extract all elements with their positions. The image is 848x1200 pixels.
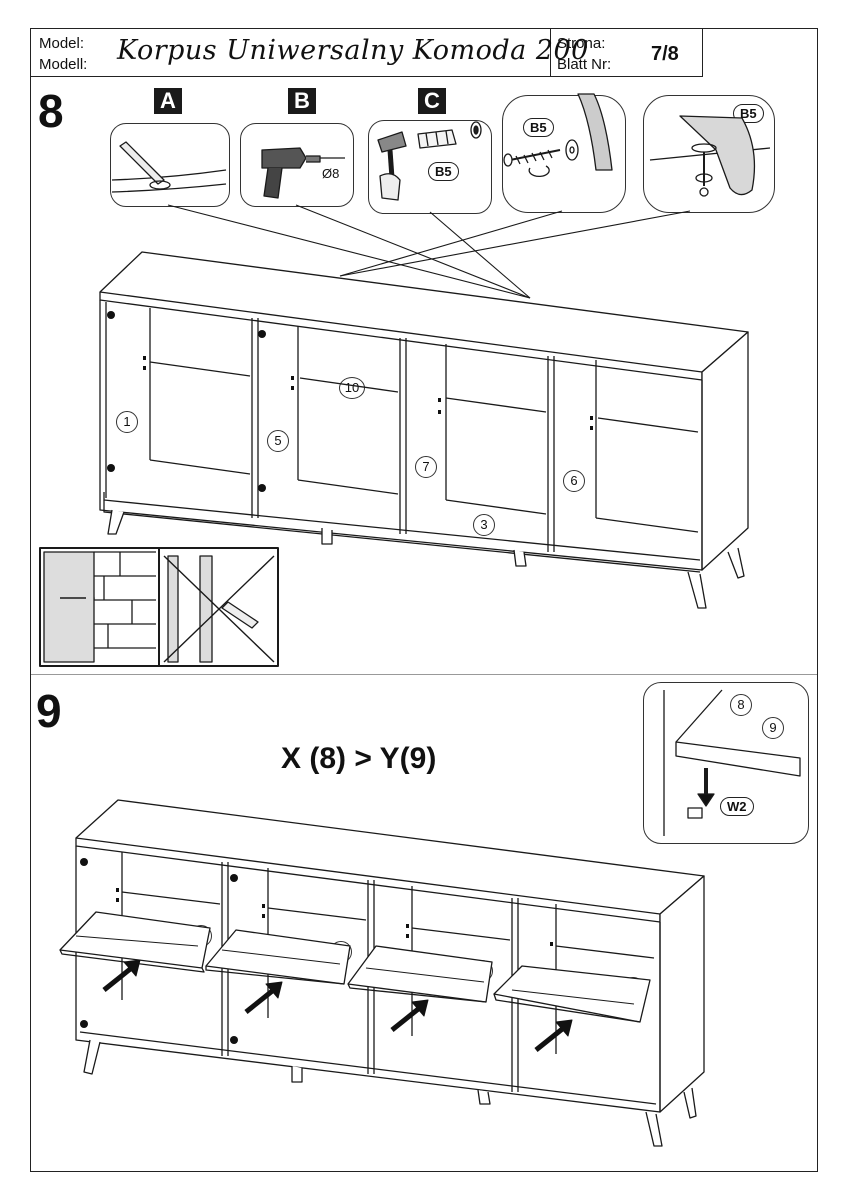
instruction-sheet: Model: Modell: Korpus Uniwersalny Komoda… [30,28,818,1172]
tool-d-bubble [502,95,626,213]
header: Model: Modell: Korpus Uniwersalny Komoda… [31,29,817,79]
part-tag-b5-c: B5 [428,162,459,181]
part-tag-w2: W2 [720,797,754,816]
part-label-4: 4 [393,297,415,319]
tool-letter-a: A [154,88,182,114]
model-cell: Model: Modell: Korpus Uniwersalny Komoda… [31,29,588,77]
modell-label: Modell: [39,56,88,73]
tool-letter-b: B [288,88,316,114]
part-label-10: 10 [339,377,365,399]
part-label-3: 3 [473,514,495,536]
shelf-2-axis: Y [286,944,295,959]
part-label-5: 5 [267,430,289,452]
shelf-pin-detail-bubble [643,682,809,844]
part-label-6: 6 [563,470,585,492]
shelf-2-part: 9 [330,941,352,963]
detail-part-9: 9 [762,717,784,739]
step-number-8: 8 [38,85,64,137]
part-tag-b5-e: B5 [733,104,764,123]
page-label: Strona: [557,35,606,52]
wall-detail-note: 0 [88,591,96,606]
model-name: Korpus Uniwersalny Komoda 200 [117,35,589,66]
detail-part-8: 8 [730,694,752,716]
step-number-9: 9 [36,685,62,737]
model-label: Model: [39,35,85,52]
shelf-4-axis: X [582,985,591,1000]
shelf-3-part: 9 [471,960,493,982]
tool-a-bubble [110,123,230,207]
shelf-3-axis: Y [428,962,437,977]
drill-size-note: Ø8 [322,166,340,181]
blatt-label: Blatt Nr: [557,56,612,73]
shelf-1-part: 8 [190,925,212,947]
tool-letter-c: C [418,88,446,114]
step-divider [31,674,817,675]
part-tag-b5-d: B5 [523,118,554,137]
part-label-7: 7 [415,456,437,478]
page-cell: Strona: Blatt Nr: 7/8 [551,29,703,77]
page-number: 7/8 [651,43,679,65]
shelf-1-axis: X [142,929,151,944]
part-label-1: 1 [116,411,138,433]
shelf-4-part: 8 [622,977,644,999]
part-label-2: 2 [715,437,737,459]
shelf-size-formula: X (8) > Y(9) [281,742,437,775]
